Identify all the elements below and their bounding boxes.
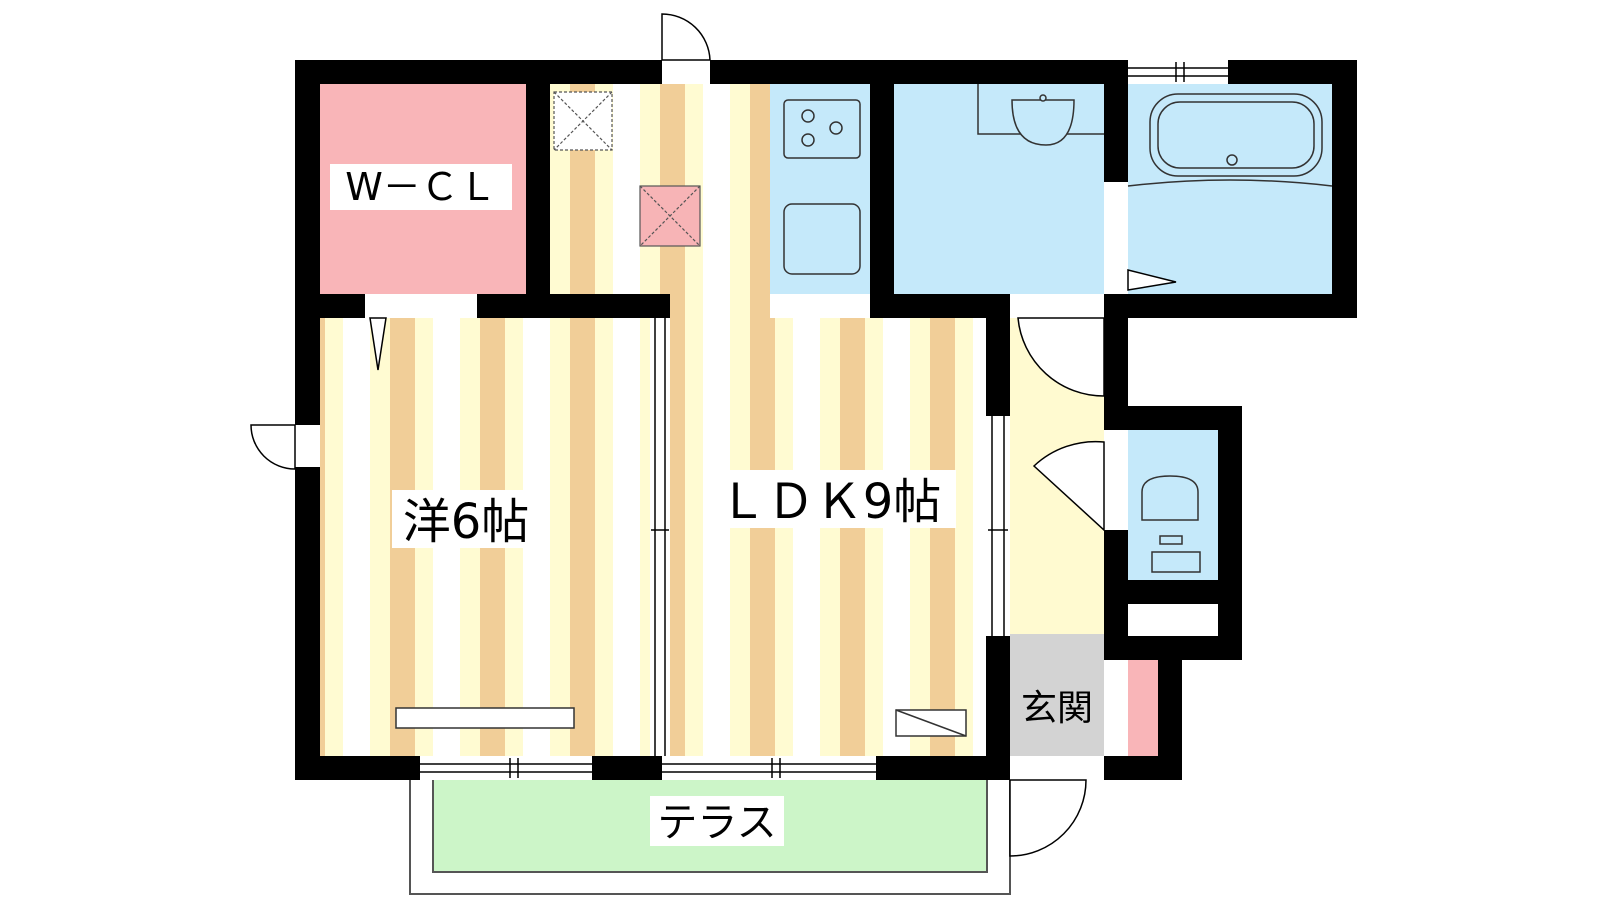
toilet-icon	[1141, 475, 1201, 573]
gas-stove-icon	[783, 99, 861, 159]
western-room-label: 洋6帖	[403, 494, 530, 550]
ldk-label-bg	[706, 470, 956, 528]
storage-outline-western	[395, 707, 575, 729]
terrace-label: テラス	[657, 800, 776, 846]
western-label-bg	[392, 490, 540, 548]
door-swing-left	[250, 424, 296, 470]
entrance-pink-panel	[1128, 660, 1158, 756]
door-swing-top	[661, 13, 711, 61]
door-swing-entrance	[1009, 779, 1087, 857]
wcl-label-bg	[330, 164, 512, 210]
folding-door-bath	[1127, 269, 1177, 291]
door-swings	[250, 13, 1177, 857]
door-swing-hall	[1017, 317, 1105, 397]
wcl-label: W－ＣＬ	[345, 165, 497, 209]
utility-markers	[553, 91, 701, 247]
terrace-label-bg	[650, 796, 784, 846]
folding-door-wcl	[369, 317, 387, 371]
door-swing-toilet	[1032, 440, 1105, 532]
window-lines	[420, 62, 1228, 778]
washbasin-icon	[977, 84, 1104, 146]
entrance-label: 玄関	[1021, 688, 1093, 729]
entrance-floor	[1010, 634, 1104, 756]
ldk-label: ＬＤＫ9帖	[719, 474, 942, 530]
furniture-outlines	[395, 707, 967, 737]
sink-icon	[783, 203, 861, 275]
bathtub-icon	[1127, 93, 1333, 187]
